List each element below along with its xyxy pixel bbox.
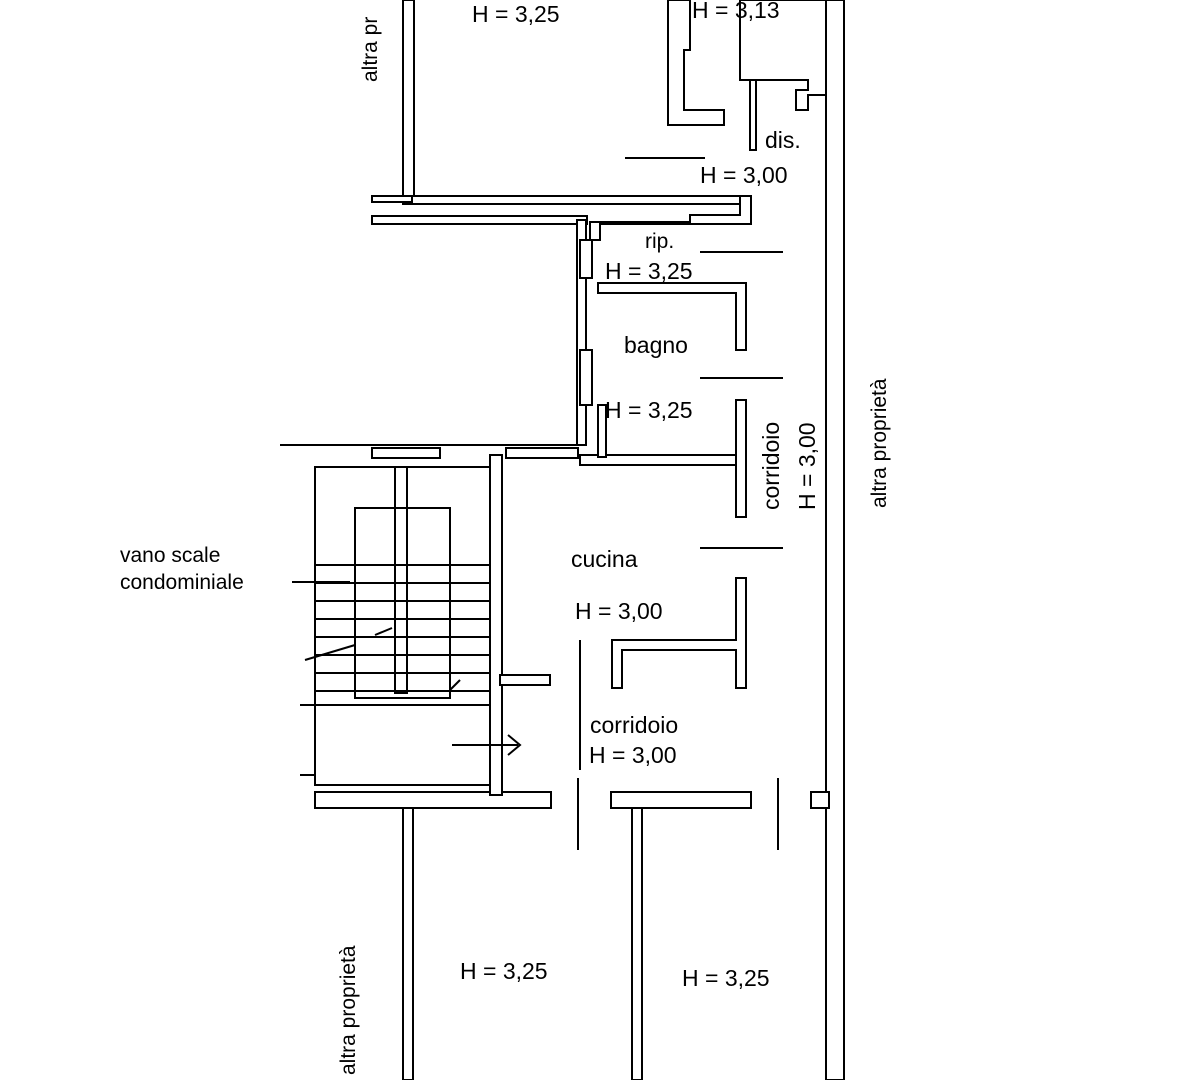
stair-label-line1: vano scale [120, 544, 220, 567]
room-dis-height: H = 3,00 [700, 162, 788, 188]
entrance-arrow-icon [452, 734, 522, 756]
wall-corridor-right-stub [735, 399, 747, 518]
room-corridoio-center-name: corridoio [590, 712, 678, 738]
wall-dis-step [739, 0, 827, 111]
room-dis-name: dis. [765, 127, 801, 153]
wall-rip-top [589, 195, 752, 241]
wall-top-right-room [667, 0, 725, 126]
wall-right-main [825, 0, 845, 1080]
wall-bottom-horizontal-right [810, 791, 830, 809]
height-top-left: H = 3,25 [472, 1, 560, 27]
height-top-right: H = 3,13 [692, 0, 780, 23]
room-bagno-name: bagno [624, 332, 688, 358]
wall-bath-window-bottom [579, 349, 593, 406]
altra-proprieta-right: altra proprietà [868, 378, 891, 508]
height-bottom-right: H = 3,25 [682, 965, 770, 991]
wall-bottom-horizontal-mid [610, 791, 752, 809]
wall-bath-left-vertical [576, 219, 587, 446]
altra-proprieta-bottom-left: altra proprietà [337, 945, 360, 1075]
wall-top-horizontal [402, 195, 752, 205]
wall-bath-window-top [579, 239, 593, 279]
stair-label-line2: condominiale [120, 571, 244, 594]
room-corridoio-right-name: corridoio [758, 422, 784, 510]
room-cucina-height: H = 3,00 [575, 598, 663, 624]
staircase [292, 447, 579, 786]
room-rip-name: rip. [645, 230, 674, 253]
wall-top-left-vertical [402, 0, 415, 199]
wall-bath-lower-left [597, 404, 607, 458]
height-bottom-left: H = 3,25 [460, 958, 548, 984]
room-cucina-name: cucina [571, 546, 638, 572]
wall-bottom-mid-vertical [631, 807, 643, 1080]
room-rip-height: H = 3,25 [605, 258, 693, 284]
altra-proprieta-top-left: altra pr [359, 17, 382, 82]
wall-dis-stub [749, 79, 757, 151]
bath-walls [579, 239, 747, 518]
door-lines [280, 157, 783, 850]
wall-bottom-left-room-left [402, 807, 414, 1080]
wall-left-upper-horizontal [371, 195, 413, 203]
wall-kitchen-island [611, 577, 747, 689]
room-corridoio-center-height: H = 3,00 [589, 742, 677, 768]
room-bagno-height: H = 3,25 [605, 397, 693, 423]
kitchen-walls [499, 577, 747, 689]
wall-bath-partition [597, 282, 747, 351]
wall-kitchen-doorstub [499, 674, 551, 686]
wall-bottom-horizontal-left [314, 791, 552, 809]
wall-mid-horizontal [371, 215, 588, 225]
room-corridoio-right-height: H = 3,00 [794, 422, 820, 510]
top-right-room-walls [589, 0, 827, 241]
